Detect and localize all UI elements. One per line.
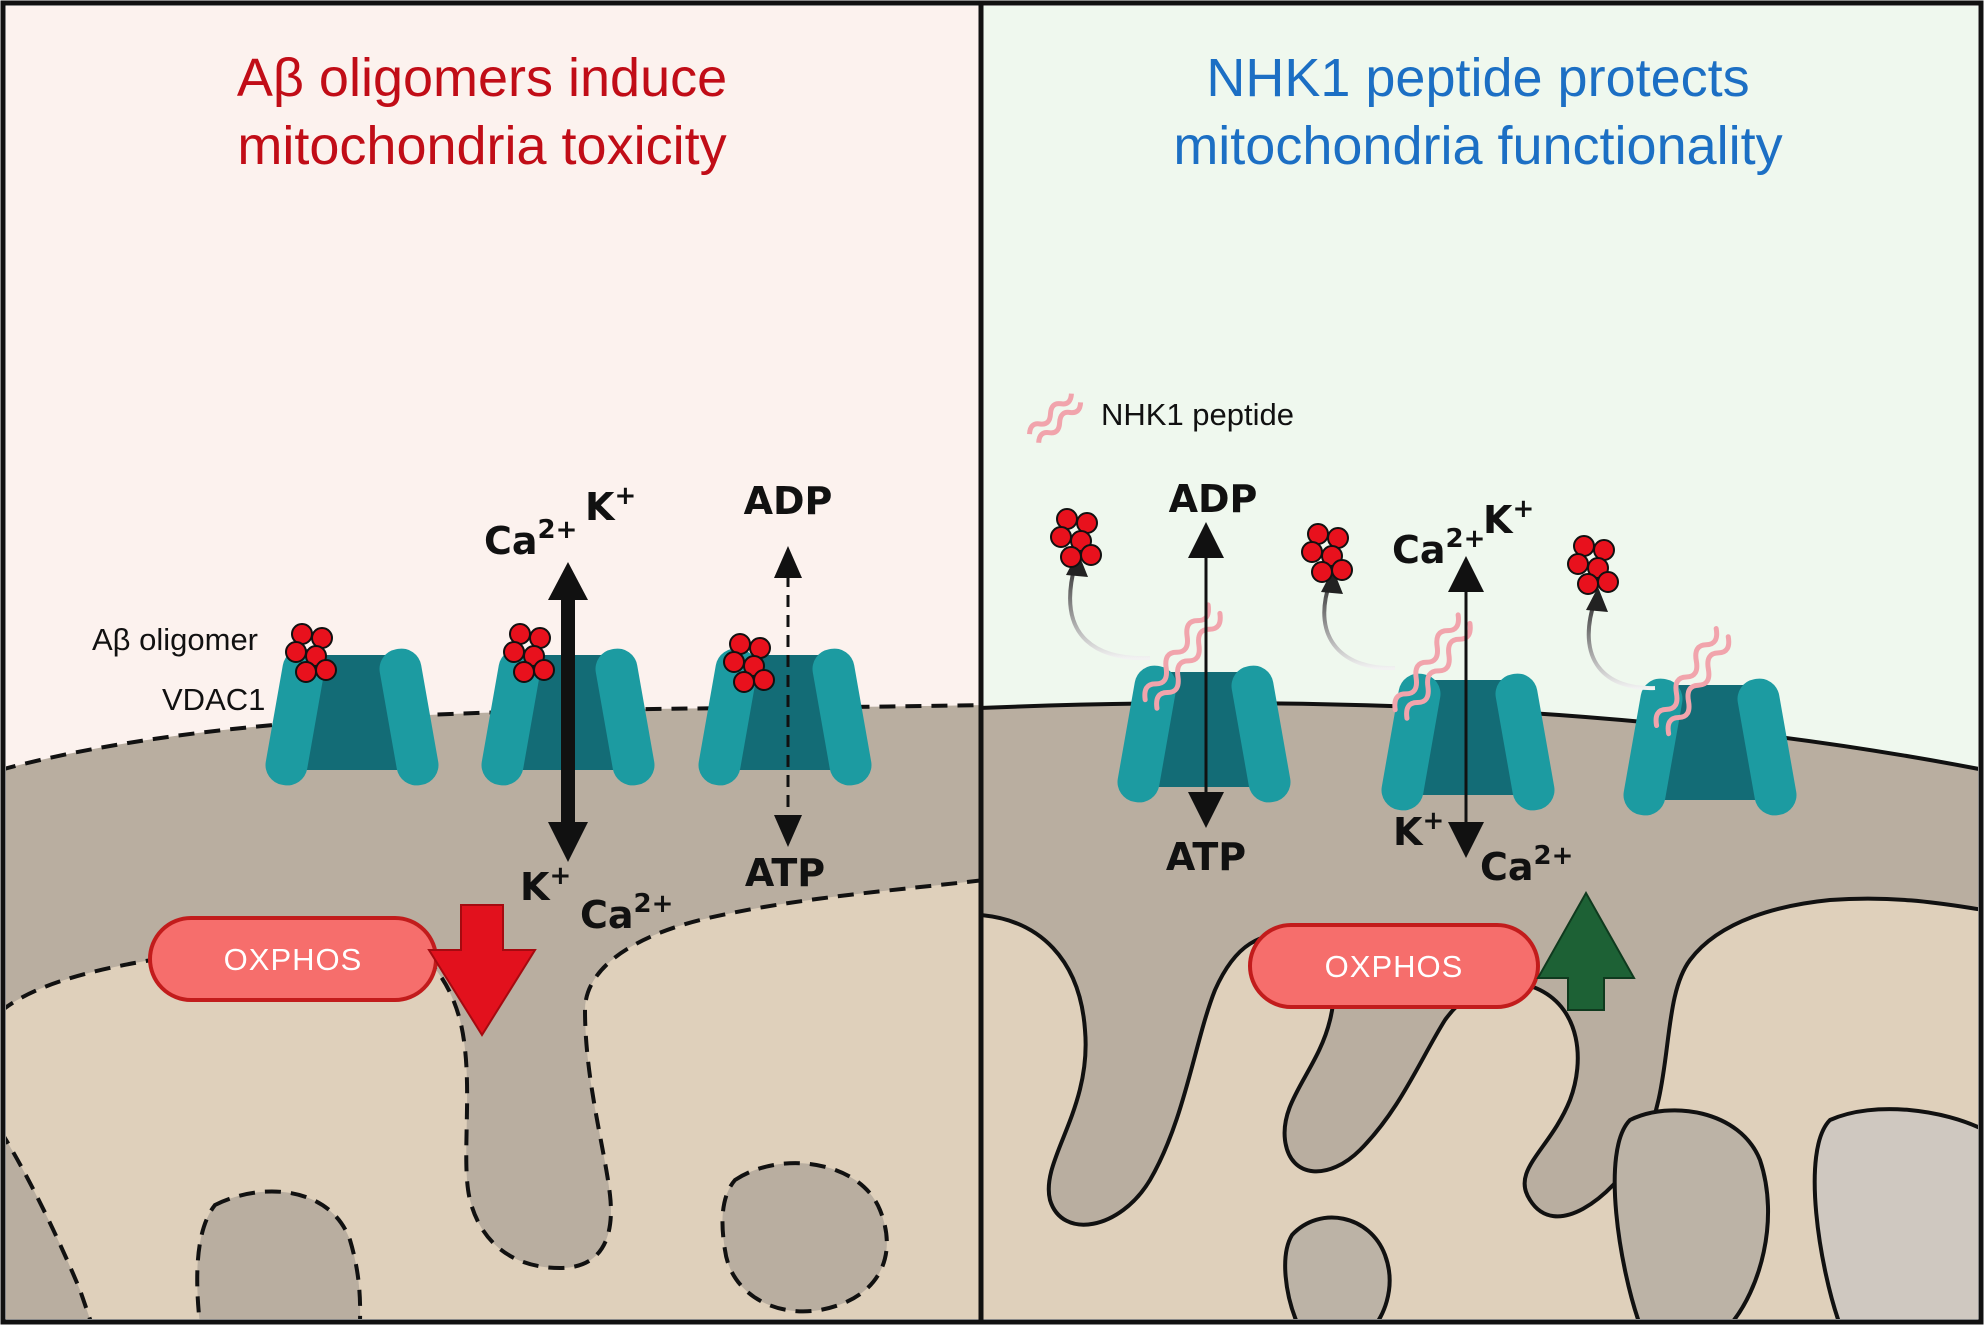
left-crista-1 (6, 1135, 93, 1319)
left-adp-label: ADP (744, 479, 833, 523)
left-crista-3 (720, 1161, 889, 1314)
displacement-arrow-right-1 (1068, 564, 1151, 661)
vdac-label: VDAC1 (162, 682, 265, 717)
oligomer-right-1 (1050, 508, 1102, 568)
vdac-channel-left-1 (265, 648, 439, 786)
displacement-arrow-right-3 (1586, 599, 1656, 691)
left-title-line1: Aβ oligomers induce (237, 48, 727, 108)
displacement-arrow-head-2 (1321, 569, 1343, 594)
adp-atp-arrow-right (1188, 522, 1224, 828)
nhk1-peptide-right-3 (1653, 626, 1732, 737)
adp-atp-arrow-left (774, 546, 802, 847)
vdac-channel-right-1 (1117, 665, 1291, 803)
nhk1-peptide-right-2 (1392, 612, 1473, 721)
right-title-line2: mitochondria functionality (1173, 116, 1782, 176)
right-crista-1 (1612, 1108, 1771, 1319)
right-ca-bottom: Ca2+ (1480, 841, 1573, 889)
ion-flux-arrow-left (548, 562, 588, 862)
left-k-top: K+ (585, 481, 636, 529)
left-k-bottom: K+ (520, 861, 571, 909)
right-oxphos-label: OXPHOS (1325, 949, 1464, 984)
vdac-channel-left-3 (698, 648, 872, 786)
oligomer-right-2 (1301, 523, 1353, 583)
oligomer-left-3 (723, 633, 775, 693)
ion-flux-arrow-right (1448, 556, 1484, 858)
nhk1-peptide-label: NHK1 peptide (1101, 397, 1294, 432)
vdac-channel-right-2 (1381, 673, 1555, 811)
right-ca-top: Ca2+ (1392, 524, 1485, 572)
left-oxphos-label: OXPHOS (224, 942, 363, 977)
oligomer-right-3 (1567, 535, 1619, 595)
oligomer-label: Aβ oligomer (92, 622, 258, 657)
left-ca-top: Ca2+ (484, 515, 577, 563)
right-oxphos-pill (1248, 923, 1540, 1009)
nhk1-peptide-legend-icon (1027, 393, 1084, 444)
left-panel: Aβ oligomers induce mitochondria toxicit… (6, 6, 980, 1319)
right-crista-2 (1283, 1215, 1392, 1319)
left-title-line2: mitochondria toxicity (237, 116, 726, 176)
vdac-channel-right-3 (1623, 678, 1797, 816)
right-panel: NHK1 peptide protects mitochondria funct… (983, 6, 1978, 1319)
left-atp-label: ATP (745, 851, 825, 895)
right-title-line1: NHK1 peptide protects (1206, 48, 1749, 108)
right-k-bottom: K+ (1393, 806, 1444, 854)
displacement-arrow-head-3 (1586, 587, 1608, 612)
oligomer-left-2 (503, 623, 555, 683)
right-k-top: K+ (1483, 494, 1534, 542)
oligomer-left-1 (285, 623, 337, 683)
right-adp-label: ADP (1169, 477, 1258, 521)
left-crista-2 (195, 1189, 363, 1319)
right-atp-label: ATP (1166, 835, 1246, 879)
displacement-arrow-right-2 (1322, 581, 1396, 671)
left-oxphos-down-arrow (427, 904, 537, 1037)
right-oxphos-up-arrow (1536, 890, 1636, 1011)
right-crista-3 (1812, 1107, 1978, 1319)
left-ca-bottom: Ca2+ (580, 889, 673, 937)
nhk1-peptide-right-1 (1142, 602, 1223, 711)
